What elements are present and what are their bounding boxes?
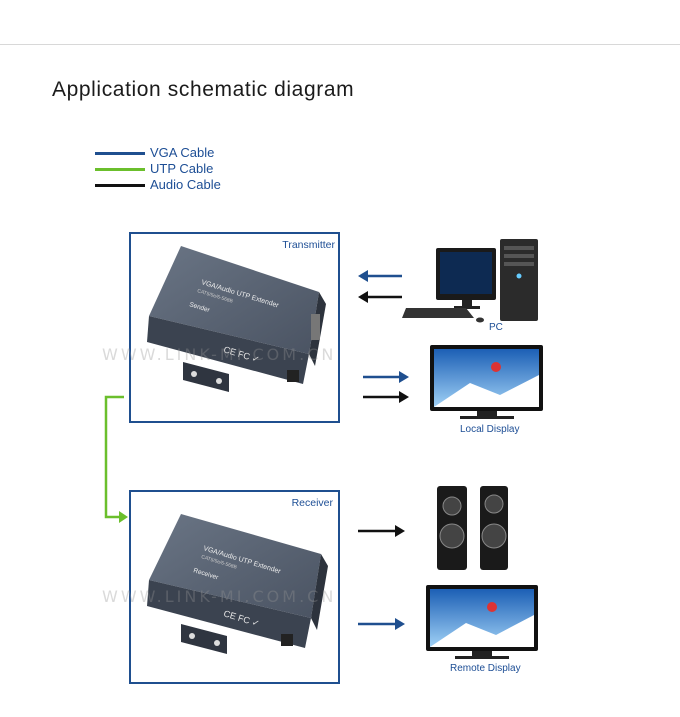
vga-arrow-from-pc xyxy=(358,270,402,282)
pc-image xyxy=(402,239,538,323)
legend-label-audio: Audio Cable xyxy=(150,177,221,192)
vga-arrow-to-remote-display xyxy=(358,618,405,630)
page-title: Application schematic diagram xyxy=(52,78,355,101)
legend-item-audio: Audio Cable xyxy=(95,177,295,193)
transmitter-label: Transmitter xyxy=(282,239,335,251)
remote-display-caption: Remote Display xyxy=(450,663,521,674)
legend-label-vga: VGA Cable xyxy=(150,145,215,160)
legend-item-utp: UTP Cable xyxy=(95,161,295,177)
legend-item-vga: VGA Cable xyxy=(95,145,295,161)
audio-arrow-to-speakers xyxy=(358,525,405,537)
legend-swatch-utp xyxy=(95,168,145,171)
sender-device-image: VGA/Audio UTP Extender CAT5/5e/6-568B Se… xyxy=(147,246,326,392)
legend-swatch-audio xyxy=(95,184,145,187)
audio-arrow-from-pc xyxy=(358,291,402,303)
transmitter-box: Transmitter VGA/Audio UTP Extender CAT5/… xyxy=(129,232,340,423)
receiver-label: Receiver xyxy=(291,497,333,509)
watermark-top: WWW.LINK-MI.COM.CN xyxy=(102,345,337,364)
local-display-image xyxy=(430,345,543,419)
legend-label-utp: UTP Cable xyxy=(150,161,214,176)
watermark-bottom: WWW.LINK-MI.COM.CN xyxy=(102,587,337,606)
speakers-image xyxy=(437,486,508,570)
audio-arrow-to-local-display xyxy=(363,391,409,403)
local-display-caption: Local Display xyxy=(460,424,520,435)
legend: VGA Cable UTP Cable Audio Cable xyxy=(95,145,295,193)
remote-display-image xyxy=(426,585,538,659)
receiver-box: Receiver VGA/Audio UTP Extender CAT5/5e/… xyxy=(129,490,340,684)
legend-swatch-vga xyxy=(95,152,145,155)
receiver-device-image: VGA/Audio UTP Extender CAT5/5e/6-568B Re… xyxy=(147,514,328,654)
top-divider xyxy=(0,44,680,45)
vga-arrow-to-local-display xyxy=(363,371,409,383)
pc-caption: PC xyxy=(489,322,503,333)
